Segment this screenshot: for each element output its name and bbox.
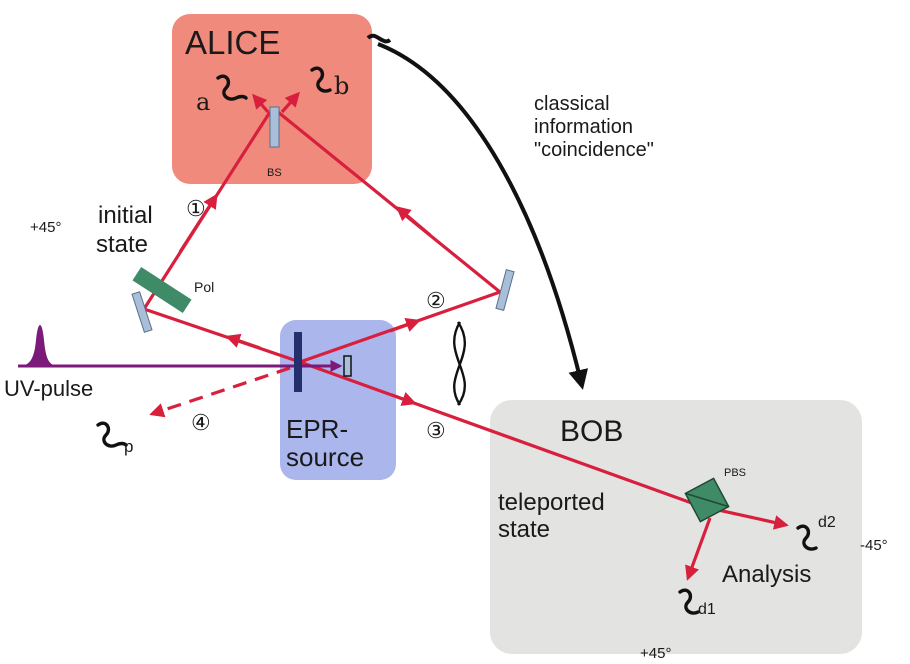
pbs-cube xyxy=(684,477,730,523)
polarizer xyxy=(132,266,192,314)
uv-pulse-shape xyxy=(18,325,60,366)
marker-1: ① xyxy=(186,196,206,221)
detector-a-icon xyxy=(216,74,248,101)
classical-line2: information xyxy=(534,116,633,138)
mirror-left xyxy=(131,291,153,333)
alice-beamsplitter xyxy=(269,106,280,148)
ray-pbs-to-d1 xyxy=(685,517,712,581)
detector-d2-icon xyxy=(796,524,818,551)
uv-pulse-label: UV-pulse xyxy=(4,376,93,401)
detector-b-label: b xyxy=(334,72,349,100)
detector-d1-label: d1 xyxy=(698,601,716,618)
classical-line1: classical xyxy=(534,93,610,115)
initial-line2: state xyxy=(96,231,148,258)
ray-alice-to-a xyxy=(252,93,270,114)
alice-box xyxy=(172,14,372,184)
detector-d2-label: d2 xyxy=(818,514,836,531)
bob-title: BOB xyxy=(560,415,623,448)
teleported-line1: teleported xyxy=(498,489,605,516)
epr-crystal xyxy=(294,332,302,392)
classical-arrow-tail xyxy=(366,33,392,44)
epr-line1: EPR- xyxy=(286,414,348,444)
detector-p-icon xyxy=(96,421,128,448)
polarizer-label: Pol xyxy=(194,279,214,295)
ray-back-to-pol xyxy=(143,307,301,364)
marker-4: ④ xyxy=(191,410,211,435)
angle-minus-label: -45° xyxy=(860,537,888,554)
fiber-loop xyxy=(453,321,466,406)
uv-retro-mirror xyxy=(343,355,352,377)
ray-alice-to-b xyxy=(280,91,300,114)
marker-2: ② xyxy=(426,288,446,313)
alice-title: ALICE xyxy=(185,24,280,61)
ray-3-arrow xyxy=(391,392,417,406)
epr-line2: source xyxy=(286,442,364,472)
ray-back-arrow xyxy=(225,333,261,350)
initial-angle: +45° xyxy=(30,219,61,236)
detector-b-icon xyxy=(310,66,332,93)
ray-2-return xyxy=(276,110,502,294)
detector-p-label: p xyxy=(124,437,133,456)
classical-information-arrow xyxy=(377,42,589,390)
angle-plus-label: +45° xyxy=(640,645,671,662)
ray-3 xyxy=(299,360,701,508)
ray-2-arrow-out xyxy=(389,318,421,333)
photon-rays xyxy=(142,91,789,581)
mirror-right xyxy=(495,269,515,311)
analysis-label: Analysis xyxy=(722,561,811,588)
ray-4-dashed xyxy=(149,366,291,418)
pbs-label: PBS xyxy=(724,467,746,479)
ray-2-arrow xyxy=(395,206,432,237)
detector-d1-icon xyxy=(678,588,700,615)
initial-line1: initial xyxy=(98,202,153,229)
beamsplitter-label: BS xyxy=(267,167,282,179)
detector-a-label: a xyxy=(196,88,210,116)
ray-1-arrow xyxy=(178,193,218,253)
classical-line3: "coincidence" xyxy=(534,139,654,161)
teleported-line2: state xyxy=(498,516,550,543)
marker-3: ③ xyxy=(426,418,446,443)
